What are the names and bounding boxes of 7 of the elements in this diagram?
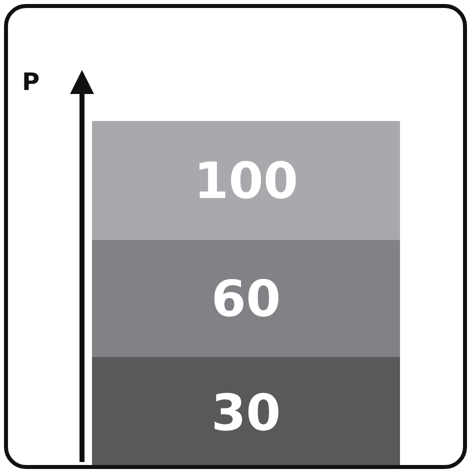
stacked-band [92,121,400,240]
axis-label: P [22,70,40,94]
band-value: 60 [211,274,281,324]
band-value: 30 [211,388,281,438]
stacked-band [92,240,400,357]
band-value: 100 [194,156,298,206]
stacked-band [92,357,400,465]
